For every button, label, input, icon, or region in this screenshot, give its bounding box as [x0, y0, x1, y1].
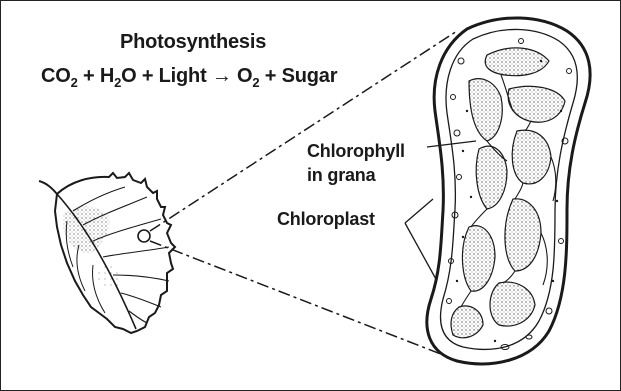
leaf-stem	[39, 181, 57, 194]
equation-co-subscript: 2	[71, 75, 78, 90]
leaf-outline	[55, 173, 175, 333]
zoom-origin-circle	[138, 230, 150, 242]
chloroplast-pointer-bottom	[405, 223, 437, 281]
equation-o-light: O + Light → O	[121, 65, 252, 87]
leaf-illustration	[39, 173, 175, 333]
chlorophyll-label-line2: in grana	[307, 163, 405, 187]
chlorophyll-label-line1: Chlorophyll	[307, 139, 405, 163]
zoom-line-top	[150, 31, 457, 231]
equation-co: CO	[41, 65, 71, 87]
chloroplast-pointer-top	[405, 199, 433, 223]
diagram-title: Photosynthesis	[120, 31, 266, 54]
equation-plus-h: + H	[78, 65, 114, 87]
chlorophyll-label: Chlorophyll in grana	[307, 139, 405, 187]
photosynthesis-equation: CO2 + H2O + Light → O2 + Sugar	[41, 65, 337, 88]
zoom-line-bottom	[150, 241, 451, 358]
chloroplast-label: Chloroplast	[277, 209, 375, 230]
chloroplast-illustration	[427, 18, 590, 364]
equation-sugar: + Sugar	[259, 65, 337, 87]
